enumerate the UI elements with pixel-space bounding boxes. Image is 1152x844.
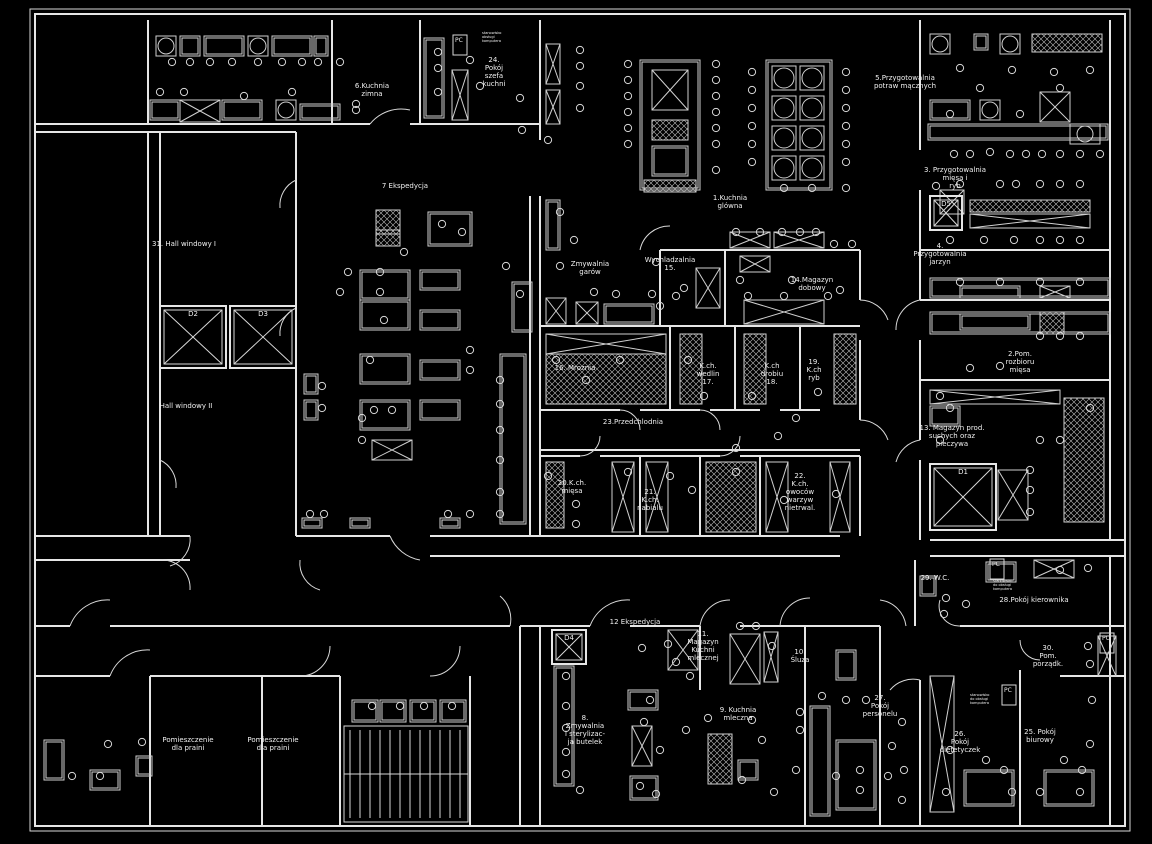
room-label-r20: 20.K.ch.mięsa <box>558 479 586 495</box>
room-label-r10: 10.Śluza <box>791 648 810 664</box>
lift-D5: D5 <box>929 195 963 231</box>
lift-D4: D4 <box>551 629 587 665</box>
tag-pc4: PC <box>1099 632 1115 654</box>
staircase <box>343 725 469 823</box>
room-label-r32: Hall windowy II <box>160 402 213 410</box>
room-label-r30: 30.Pom.porządk. <box>1033 644 1063 668</box>
lift-D2: D2 <box>159 305 227 369</box>
tag-pc3: PC <box>1001 684 1017 706</box>
lift-label: D1 <box>958 468 968 476</box>
outer-walls <box>29 8 1131 832</box>
lift-label: D5 <box>941 200 951 208</box>
tag-pc2: PC <box>989 558 1005 580</box>
svg-text:PC: PC <box>455 37 463 44</box>
lift-label: D2 <box>188 310 198 318</box>
svg-text:PC: PC <box>1004 687 1012 694</box>
kitchen-equipment <box>43 33 1117 817</box>
room-label-r21: 21.K.ch.nabialu <box>637 488 663 512</box>
lift-label: D3 <box>258 310 268 318</box>
lift-D1: D1 <box>929 463 997 531</box>
room-label-r28: 28.Pokój kierownika <box>999 596 1068 604</box>
lift-D3: D3 <box>229 305 297 369</box>
doors <box>69 108 1041 691</box>
tag-pc1: PC <box>452 34 468 56</box>
room-label-r23: 23.Przedchlodnia <box>603 418 663 426</box>
room-label-r16: 16. Mroznia <box>555 364 596 372</box>
interior-walls <box>35 20 1125 826</box>
room-label-r31: 31. Hall windowy I <box>152 240 216 248</box>
svg-text:PC: PC <box>992 561 1000 568</box>
lift-label: D4 <box>564 634 574 642</box>
svg-text:PC: PC <box>1102 635 1110 642</box>
room-label-r7: 7 Ekspedycja <box>382 182 428 190</box>
room-label-r29: 29. W.C. <box>921 574 950 582</box>
equipment-number-bubbles <box>67 45 1105 805</box>
room-label-r12: 12 Ekspedycja <box>610 618 661 626</box>
